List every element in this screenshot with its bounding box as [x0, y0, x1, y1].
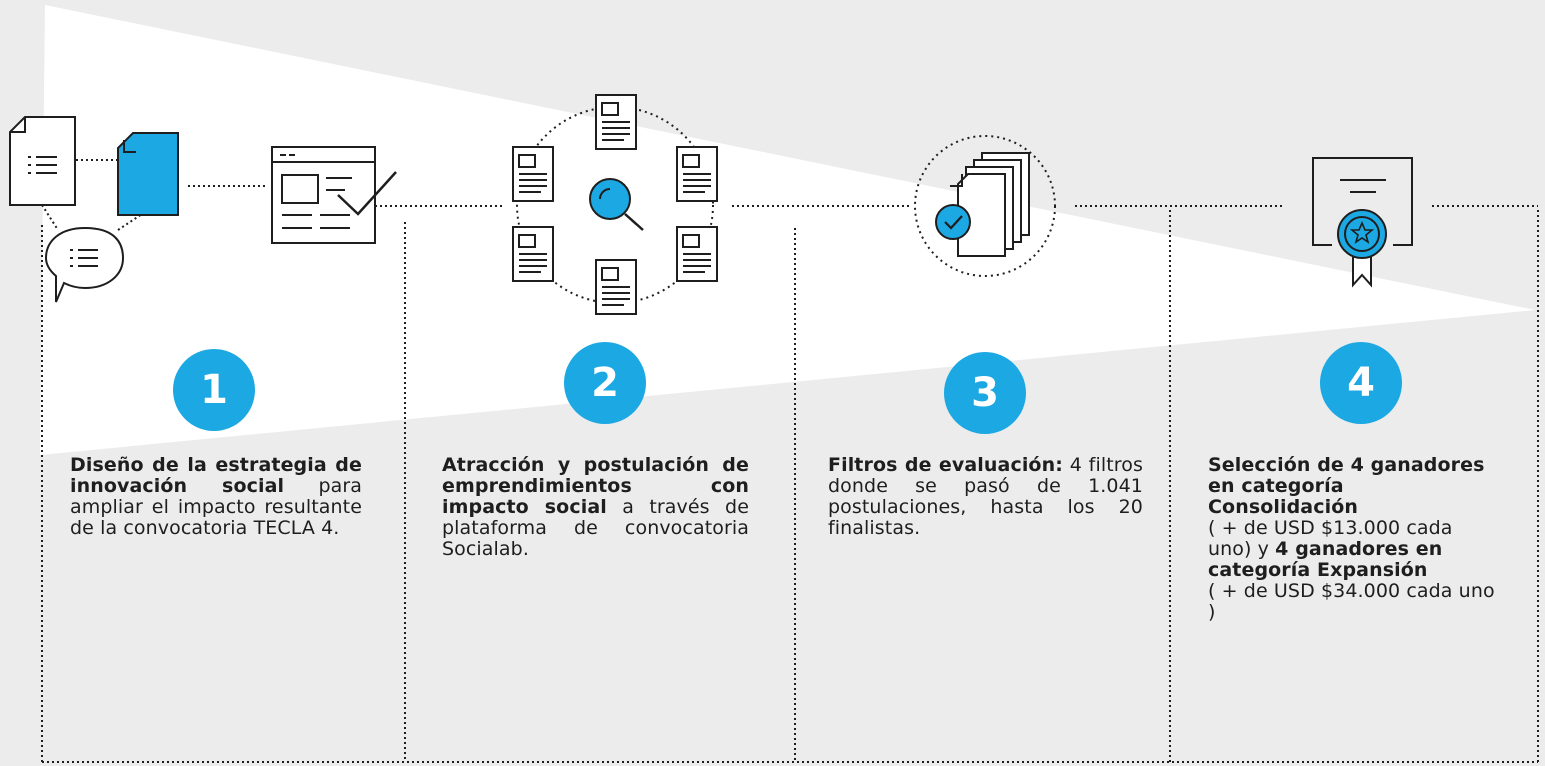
step-2-body: a través de plataforma de convocatoria S… — [442, 496, 750, 560]
step-4-title-b: 4 ganadores en categoría Expansión — [1208, 538, 1443, 581]
mini-document-left-top — [512, 146, 554, 202]
mini-document-left-bottom — [512, 226, 554, 282]
chat-bubble-icon — [44, 226, 125, 303]
background-wedge — [40, 5, 1535, 455]
step-3-number: 3 — [971, 370, 999, 416]
certificate-award-icon — [1312, 157, 1413, 288]
dotted-frame — [41, 159, 1539, 763]
step-4-body-a: ( + de USD $13.000 cada uno) y — [1208, 517, 1453, 560]
step-1-text: Diseño de la estrategia de innovación so… — [70, 455, 362, 539]
step-4-text: Selección de 4 ganadores en categoría Co… — [1208, 455, 1496, 623]
step-3-body: 4 filtros donde se pasó de 1.041 postula… — [828, 454, 1143, 539]
step-3-title: Filtros de evaluación: — [828, 454, 1063, 476]
mini-document-right-top — [676, 146, 718, 202]
stacked-documents-check-icon — [914, 135, 1056, 277]
step-1-badge: 1 — [173, 349, 255, 431]
document-network-search-icon — [512, 94, 718, 315]
mini-document-bottom — [595, 259, 637, 315]
step-4-number: 4 — [1347, 360, 1375, 406]
step-2-title: Atracción y postulación de emprendimient… — [442, 454, 749, 518]
step-3-text: Filtros de evaluación: 4 filtros donde s… — [828, 455, 1143, 539]
document-list-icon — [9, 116, 76, 206]
step-1-body: para ampliar el impacto resultante de la… — [70, 475, 363, 539]
mini-document-top — [595, 94, 637, 150]
step-1-title: Diseño de la estrategia de innovación so… — [70, 454, 362, 497]
step-3-badge: 3 — [944, 352, 1026, 434]
step-4-body-a-wrap: ( + de USD $13.000 cada uno) y 4 ganador… — [1208, 518, 1496, 581]
mini-document-right-bottom — [676, 226, 718, 282]
magnifier-icon — [589, 178, 644, 231]
step-4-body-b: ( + de USD $34.000 cada uno ) — [1208, 580, 1495, 623]
step-2-badge: 2 — [564, 342, 646, 424]
step-1-number: 1 — [200, 367, 228, 413]
step-4-title: Selección de 4 ganadores en categoría Co… — [1208, 454, 1485, 518]
step-2-number: 2 — [591, 360, 619, 406]
browser-checkmark-icon — [271, 146, 397, 244]
step-2-text: Atracción y postulación de emprendimient… — [442, 455, 749, 560]
step-4-badge: 4 — [1320, 342, 1402, 424]
blue-document-icon — [117, 132, 179, 216]
